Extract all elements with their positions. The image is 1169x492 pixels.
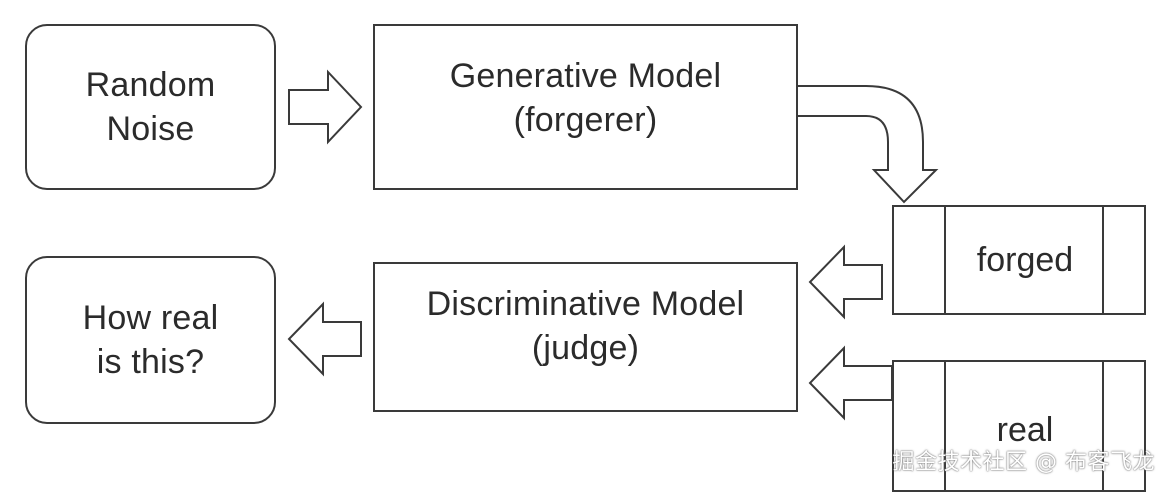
random-noise-label: Random Noise (86, 63, 216, 151)
real-right-divider (1102, 362, 1104, 490)
generative-model-label: Generative Model (forgerer) (450, 54, 722, 142)
arrow-generator-to-forged (796, 85, 939, 204)
generative-model-node: Generative Model (forgerer) (373, 24, 798, 190)
arrow-real-to-discriminator (808, 345, 893, 421)
forged-right-divider (1102, 207, 1104, 313)
real-data-node: real (892, 360, 1146, 492)
how-real-output-node: How real is this? (25, 256, 276, 424)
random-noise-line1: Random (85, 65, 216, 104)
random-noise-node: Random Noise (25, 24, 276, 190)
discriminative-model-line2: (judge) (531, 329, 640, 367)
generative-model-line1: Generative Model (449, 56, 722, 95)
watermark-text: 掘金技术社区 @ 布客飞龙 (892, 450, 1155, 475)
generative-model-line2: (forgerer) (513, 101, 658, 139)
how-real-line1: How real (82, 298, 219, 337)
discriminative-model-node: Discriminative Model (judge) (373, 262, 798, 412)
how-real-line2: is this? (96, 343, 205, 381)
discriminative-model-line1: Discriminative Model (426, 284, 745, 323)
random-noise-line2: Noise (106, 110, 195, 148)
forged-label: forged (976, 240, 1074, 279)
forged-data-node: forged (892, 205, 1146, 315)
real-left-divider (944, 362, 946, 490)
forged-left-divider (944, 207, 946, 313)
arrow-forged-to-discriminator (808, 244, 883, 320)
discriminative-model-label: Discriminative Model (judge) (427, 282, 745, 370)
arrow-discriminator-to-output (287, 301, 362, 377)
how-real-label: How real is this? (83, 296, 219, 384)
real-label: real (996, 410, 1054, 449)
arrow-noise-to-generator (288, 69, 363, 145)
